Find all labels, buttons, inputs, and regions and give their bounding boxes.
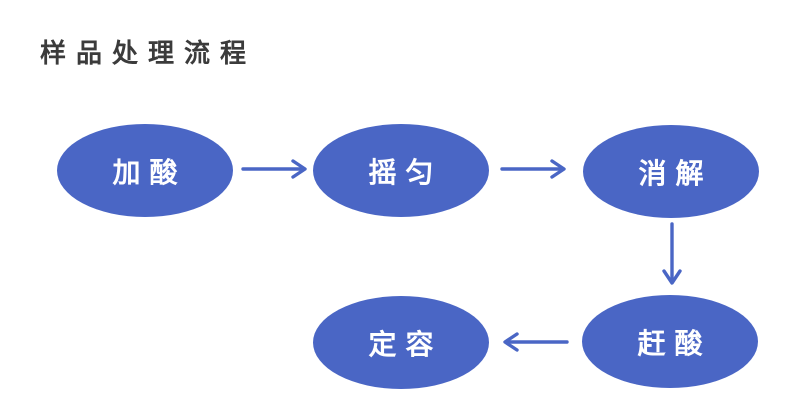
- node-label: 定容: [368, 328, 443, 360]
- flow-node-drive-off-acid: 赶酸: [582, 295, 758, 388]
- node-label: 赶酸: [637, 327, 712, 359]
- flow-node-shake-well: 摇匀: [313, 124, 489, 217]
- flow-node-digest: 消解: [583, 125, 759, 218]
- flow-node-fix-volume: 定容: [313, 296, 489, 389]
- node-label: 加酸: [112, 156, 187, 188]
- arrow-right-icon: [500, 159, 566, 179]
- node-label: 消解: [638, 157, 713, 189]
- arrow-down-icon: [662, 222, 682, 285]
- diagram-title: 样品处理流程: [40, 38, 257, 68]
- flow-node-add-acid: 加酸: [57, 124, 233, 217]
- node-label: 摇匀: [368, 156, 443, 188]
- arrow-left-icon: [503, 332, 569, 352]
- arrow-right-icon: [241, 159, 307, 179]
